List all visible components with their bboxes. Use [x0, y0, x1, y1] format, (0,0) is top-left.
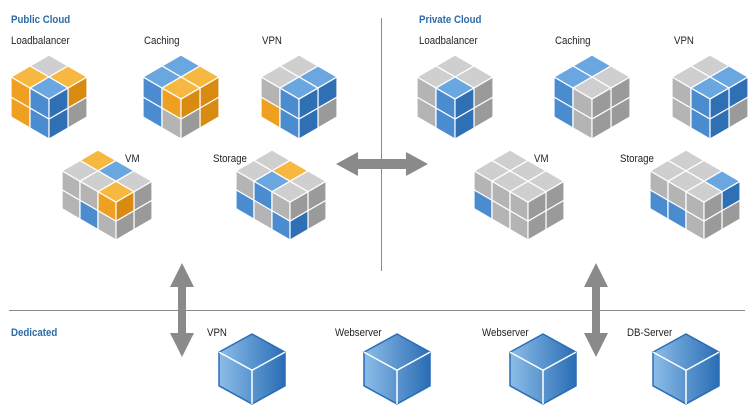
private-storage-label: Storage [620, 153, 654, 165]
private-cloud-title: Private Cloud [419, 14, 482, 26]
dedicated-webserver-1-cube [363, 333, 431, 405]
cloud-divider [381, 18, 382, 271]
public-loadbalancer-cube [29, 76, 69, 120]
dedicated-vpn-cube [218, 333, 286, 405]
private-caching-cube [572, 76, 612, 120]
public-vpn-label: VPN [262, 35, 282, 47]
arrow-shape [336, 152, 428, 176]
dedicated-divider [9, 310, 745, 311]
private-vpn-cube [690, 76, 730, 120]
public-loadbalancer-label: Loadbalancer [11, 35, 70, 47]
public-private-arrow [336, 152, 428, 176]
public-vm-cube [97, 180, 135, 222]
private-vpn-label: VPN [674, 35, 694, 47]
private-loadbalancer-cube [435, 76, 475, 120]
dedicated-webserver-1-label: Webserver [335, 327, 382, 339]
public-vpn-cube [279, 76, 319, 120]
public-caching-label: Caching [144, 35, 180, 47]
private-loadbalancer-label: Loadbalancer [419, 35, 478, 47]
public-cloud-title: Public Cloud [11, 14, 71, 26]
dedicated-db-server-cube [652, 333, 720, 405]
public-caching-cube [161, 76, 201, 120]
public-storage-cube [271, 180, 309, 222]
arrow-shape [584, 263, 608, 357]
dedicated-title: Dedicated [11, 327, 58, 339]
dedicated-webserver-2-cube [509, 333, 577, 405]
dedicated-db-server-label: DB-Server [627, 327, 673, 339]
public-storage-label: Storage [213, 153, 247, 165]
dedicated-vpn-label: VPN [207, 327, 227, 339]
public-dedicated-arrow [170, 263, 194, 357]
dedicated-webserver-2-label: Webserver [482, 327, 529, 339]
private-caching-label: Caching [555, 35, 591, 47]
public-vm-label: VM [125, 153, 140, 165]
arrow-shape [170, 263, 194, 357]
private-vm-label: VM [534, 153, 549, 165]
private-vm-cube [509, 180, 547, 222]
private-dedicated-arrow [584, 263, 608, 357]
private-storage-cube [685, 180, 723, 222]
